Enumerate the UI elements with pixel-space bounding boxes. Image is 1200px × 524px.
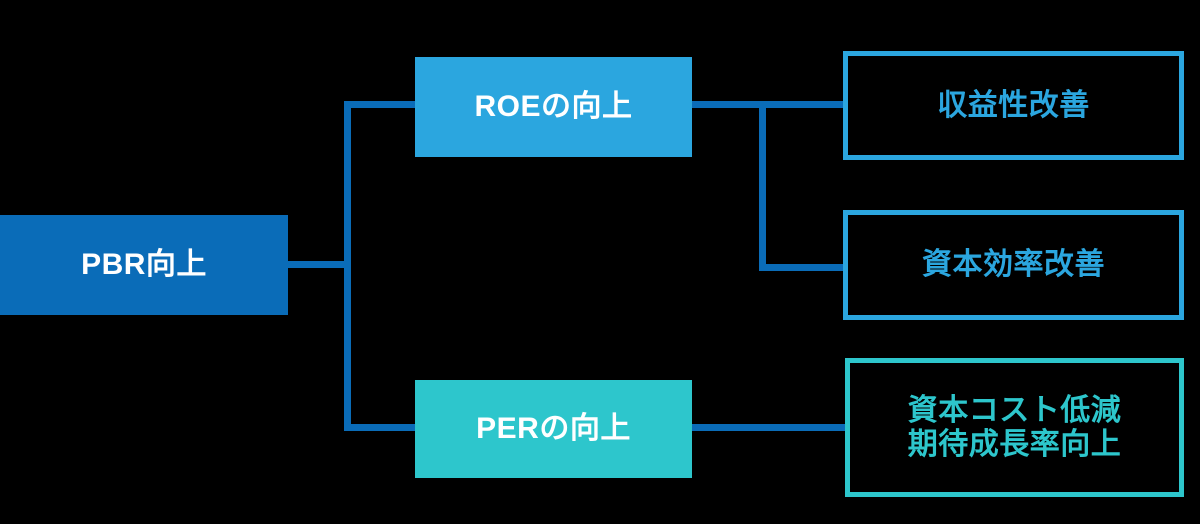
edge-roe-to-profitability xyxy=(759,101,847,108)
node-per-improvement[interactable]: PERの向上 xyxy=(415,380,692,478)
node-profitability-improvement-label: 収益性改善 xyxy=(937,88,1090,122)
node-pbr-improvement-label: PBR向上 xyxy=(81,248,207,282)
edge-roe-to-capital-efficiency xyxy=(759,264,847,271)
node-roe-improvement-label: ROEの向上 xyxy=(474,90,633,124)
node-capital-efficiency-improvement-label: 資本効率改善 xyxy=(922,248,1105,282)
node-profitability-improvement[interactable]: 収益性改善 xyxy=(843,51,1184,160)
edge-root-spine xyxy=(344,101,351,431)
edge-roe-stub xyxy=(692,101,766,108)
node-pbr-improvement[interactable]: PBR向上 xyxy=(0,215,288,315)
edge-root-to-per xyxy=(344,424,416,431)
node-capital-cost-and-growth-label: 資本コスト低減 期待成長率向上 xyxy=(907,393,1122,461)
edge-per-to-cost-growth xyxy=(692,424,849,431)
node-per-improvement-label: PERの向上 xyxy=(476,412,631,446)
edge-root-to-roe xyxy=(344,101,416,108)
edge-roe-spine xyxy=(759,101,766,271)
node-capital-efficiency-improvement[interactable]: 資本効率改善 xyxy=(843,210,1184,320)
edge-root-stub xyxy=(288,261,350,268)
node-capital-cost-and-growth[interactable]: 資本コスト低減 期待成長率向上 xyxy=(845,358,1184,497)
node-roe-improvement[interactable]: ROEの向上 xyxy=(415,57,692,157)
